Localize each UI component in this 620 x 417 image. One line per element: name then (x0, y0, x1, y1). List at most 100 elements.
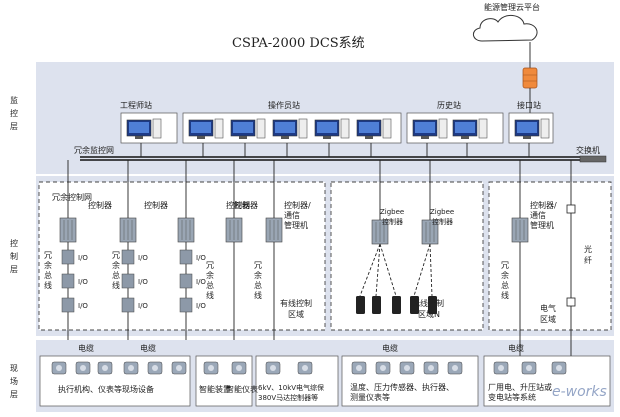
field-label-smart-device: 智能装置 (199, 384, 231, 394)
workstation-icon (188, 118, 224, 139)
redundant-bus-label: 冗余总线 (254, 261, 262, 300)
controller-icon (59, 217, 77, 243)
io-label: I/O (138, 254, 148, 262)
layer-label-control: 控制层 (10, 238, 18, 274)
controller-label: 控制器 (226, 200, 250, 210)
redundant-bus-label: 冗余总线 (112, 251, 120, 290)
field-device-icon (447, 361, 463, 375)
io-module (121, 273, 135, 289)
cable-label-1: 电缆 (78, 343, 94, 353)
wireless-control-area (330, 181, 484, 331)
workstation-icon (126, 118, 162, 139)
field-device-icon (423, 361, 439, 375)
workstation-icon (514, 118, 550, 139)
switch-label: 交换机 (576, 145, 600, 155)
wireless-node-icon (392, 296, 401, 314)
fiber-label: 光纤 (584, 244, 592, 265)
controller-icon (225, 217, 243, 243)
workstation-icon (452, 118, 488, 139)
controller-label: 通信 (284, 210, 300, 220)
wireless-node-icon (428, 296, 437, 314)
field-device-icon (51, 361, 67, 375)
field-device-icon (123, 361, 139, 375)
cable-label-4: 电缆 (508, 343, 524, 353)
io-label: I/O (138, 302, 148, 310)
workstation-group (126, 118, 550, 139)
history-station-label: 历史站 (437, 100, 461, 110)
field-device-icon (551, 361, 567, 375)
io-module (61, 249, 75, 265)
field-device-icon (399, 361, 415, 375)
field-device-icon (203, 361, 219, 375)
redundant-bus-label: 冗余总线 (44, 251, 52, 290)
io-label: I/O (138, 278, 148, 286)
fiber-node-lower (566, 297, 576, 307)
controller-label: 通信 (530, 210, 546, 220)
io-module (61, 273, 75, 289)
controller-icon (119, 217, 137, 243)
svg-text:控: 控 (10, 108, 18, 118)
field-device-icon (265, 361, 281, 375)
cable-label-2: 电缆 (140, 343, 156, 353)
controller-group: 控制器控制器控制器控制器控制器/通信管理机I/OI/OI/OI/OI/OI/OI… (44, 160, 557, 356)
controller-label: 管理机 (284, 220, 308, 230)
wireless-node-icon (356, 296, 365, 314)
wired-area-label: 有线控制区域 (280, 298, 312, 319)
field-device-icons (51, 361, 567, 375)
field-device-icon (97, 361, 113, 375)
svg-text:场: 场 (10, 377, 18, 386)
field-label-plant: 厂用电、升压站或变电站等系统 (488, 382, 552, 402)
field-device-icon (493, 361, 509, 375)
svg-text:控: 控 (10, 238, 18, 248)
controller-label: 控制器/ (530, 200, 557, 210)
io-module (121, 297, 135, 313)
switch-icon (579, 155, 607, 163)
workstation-icon (230, 118, 266, 139)
workstation-icon (356, 118, 392, 139)
field-label-actuators: 执行机构、仪表等现场设备 (58, 384, 154, 394)
field-device-icon (351, 361, 367, 375)
operator-station-label: 操作员站 (268, 100, 300, 110)
io-module (179, 249, 193, 265)
svg-text:层: 层 (10, 390, 18, 399)
controller-icon (421, 219, 439, 245)
firewall-icon (522, 67, 538, 89)
zigbee-label: Zigbee (430, 208, 454, 216)
svg-text:层: 层 (10, 265, 18, 274)
field-label-sensors: 温度、压力传感器、执行器、测量仪表等 (350, 382, 454, 402)
redundant-bus-label: 冗余总线 (206, 261, 214, 300)
engineer-station-label: 工程师站 (120, 100, 152, 110)
workstation-icon (412, 118, 448, 139)
controller-label: 控制器 (144, 200, 168, 210)
wireless-node-icon (410, 296, 419, 314)
station-drop-lines (140, 143, 530, 157)
svg-text:制: 制 (10, 251, 18, 261)
io-module (121, 249, 135, 265)
field-device-icon (75, 361, 91, 375)
workstation-icon (314, 118, 350, 139)
redundant-monitor-network-label: 冗余监控网 (74, 145, 114, 155)
wireless-node-icon (372, 296, 381, 314)
cable-label-3: 电缆 (382, 343, 398, 353)
cloud-label: 能源管理云平台 (484, 2, 540, 12)
electric-area-label: 电气区域 (540, 303, 556, 324)
layer-label-monitor: 监控层 (10, 95, 18, 131)
field-device-icon (231, 361, 247, 375)
field-device-icon (521, 361, 537, 375)
zigbee-controller-label: 控制器 (382, 217, 403, 226)
layer-label-field: 现场层 (10, 364, 18, 399)
controller-icon (177, 217, 195, 243)
field-device-icon (171, 361, 187, 375)
controller-label: 控制器 (88, 200, 112, 210)
io-label: I/O (78, 302, 88, 310)
cloud-icon (473, 15, 538, 42)
controller-label: 控制器 (234, 200, 258, 210)
io-label: I/O (78, 254, 88, 262)
field-device-icon (375, 361, 391, 375)
svg-text:监: 监 (10, 95, 18, 105)
redundant-bus-label: 冗余总线 (501, 261, 509, 300)
fiber-node-upper (566, 204, 576, 214)
controller-icon (511, 217, 529, 243)
